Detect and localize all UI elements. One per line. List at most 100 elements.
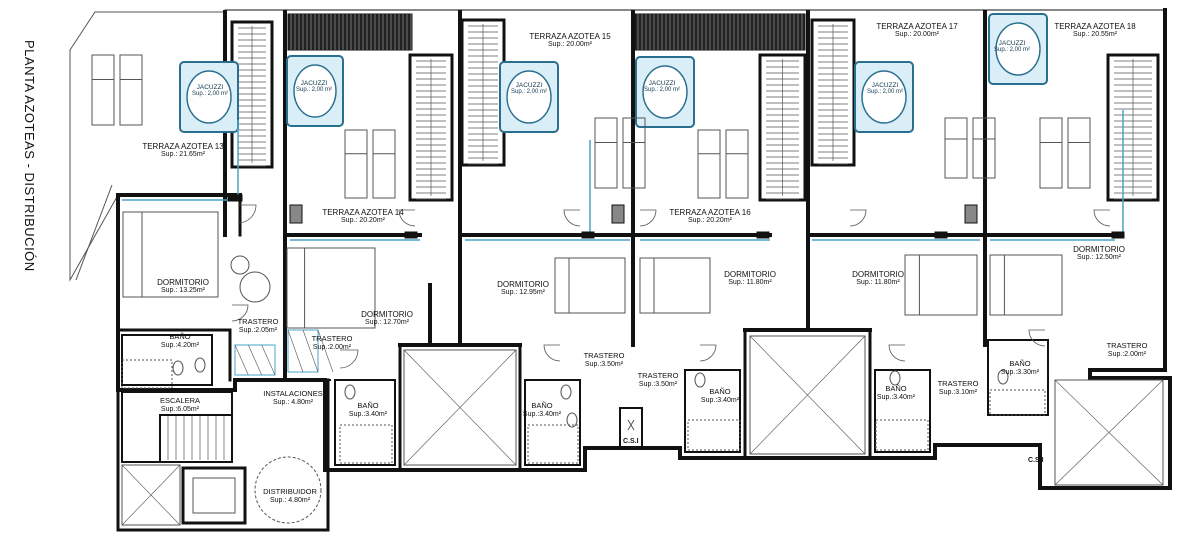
- light-well: [1054, 379, 1164, 486]
- door-swing: [699, 344, 717, 362]
- csi-label: C.S.I: [1028, 457, 1044, 464]
- shower-tray: [339, 424, 393, 464]
- bed: [286, 247, 376, 329]
- bathroom-outline: [987, 339, 1049, 416]
- shower-tray: [989, 389, 1046, 416]
- light-well: [749, 335, 866, 455]
- door-swing: [543, 344, 561, 362]
- light-well: [121, 464, 181, 526]
- sun-lounger: [697, 129, 721, 199]
- bed: [989, 254, 1063, 316]
- pillar: [404, 231, 418, 239]
- toilet: [560, 384, 572, 400]
- door-swing: [888, 344, 906, 362]
- sun-lounger: [119, 54, 143, 126]
- thin-line: [302, 329, 319, 373]
- lift-shaft: [181, 466, 247, 525]
- jacuzzi-basin: [995, 22, 1041, 76]
- bathroom-outline: [524, 379, 581, 466]
- sun-lounger: [344, 129, 368, 199]
- bed: [639, 257, 711, 314]
- jacuzzi-basin: [861, 70, 907, 124]
- sun-lounger: [725, 129, 749, 199]
- sun-lounger: [1067, 117, 1091, 189]
- door-swing: [1093, 209, 1111, 227]
- toilet: [566, 412, 578, 428]
- door-swing: [339, 349, 359, 369]
- sun-lounger: [594, 117, 618, 189]
- shower-tray: [875, 419, 929, 451]
- thin-line: [121, 464, 181, 526]
- shower-tray: [687, 419, 741, 451]
- thin-line: [317, 329, 334, 373]
- service-shaft: [619, 407, 643, 449]
- toilet: [344, 384, 356, 400]
- grill: [964, 204, 978, 224]
- turning-circle: [254, 456, 322, 524]
- bed: [904, 254, 978, 316]
- sun-lounger: [622, 117, 646, 189]
- toilet: [694, 372, 706, 388]
- csi-label: C.S.I: [623, 438, 639, 445]
- outer-wall: [116, 390, 330, 532]
- bathroom-outline: [334, 379, 396, 466]
- thin-line: [627, 419, 635, 431]
- jacuzzi-basin: [506, 70, 552, 124]
- sun-lounger: [944, 117, 968, 179]
- thin-line: [287, 329, 304, 373]
- pergola: [634, 13, 806, 51]
- jacuzzi-basin: [642, 65, 688, 119]
- stair-block: [1106, 53, 1160, 202]
- stair-lower: [121, 391, 233, 463]
- thin-line: [1054, 379, 1164, 486]
- pillar: [227, 194, 243, 202]
- bathroom-outline: [684, 369, 741, 453]
- toilet: [889, 370, 901, 386]
- bathroom-outline: [874, 369, 931, 453]
- parapet: [75, 184, 113, 281]
- sun-lounger: [972, 117, 996, 179]
- toilet: [172, 360, 184, 376]
- stair-block: [758, 53, 807, 202]
- jacuzzi-basin: [186, 70, 232, 124]
- stair-block: [408, 53, 454, 202]
- door-swing: [563, 209, 581, 227]
- storage-shelf: [234, 344, 276, 376]
- thin-line: [749, 335, 866, 455]
- jacuzzi-basin: [293, 64, 337, 118]
- sun-lounger: [91, 54, 115, 126]
- sun-lounger: [1039, 117, 1063, 189]
- thin-line: [261, 344, 276, 376]
- armchair: [239, 271, 271, 303]
- light-well: [403, 349, 517, 466]
- door-swing: [849, 209, 867, 227]
- grill: [289, 204, 303, 224]
- sun-lounger: [372, 129, 396, 199]
- side-table: [230, 255, 250, 275]
